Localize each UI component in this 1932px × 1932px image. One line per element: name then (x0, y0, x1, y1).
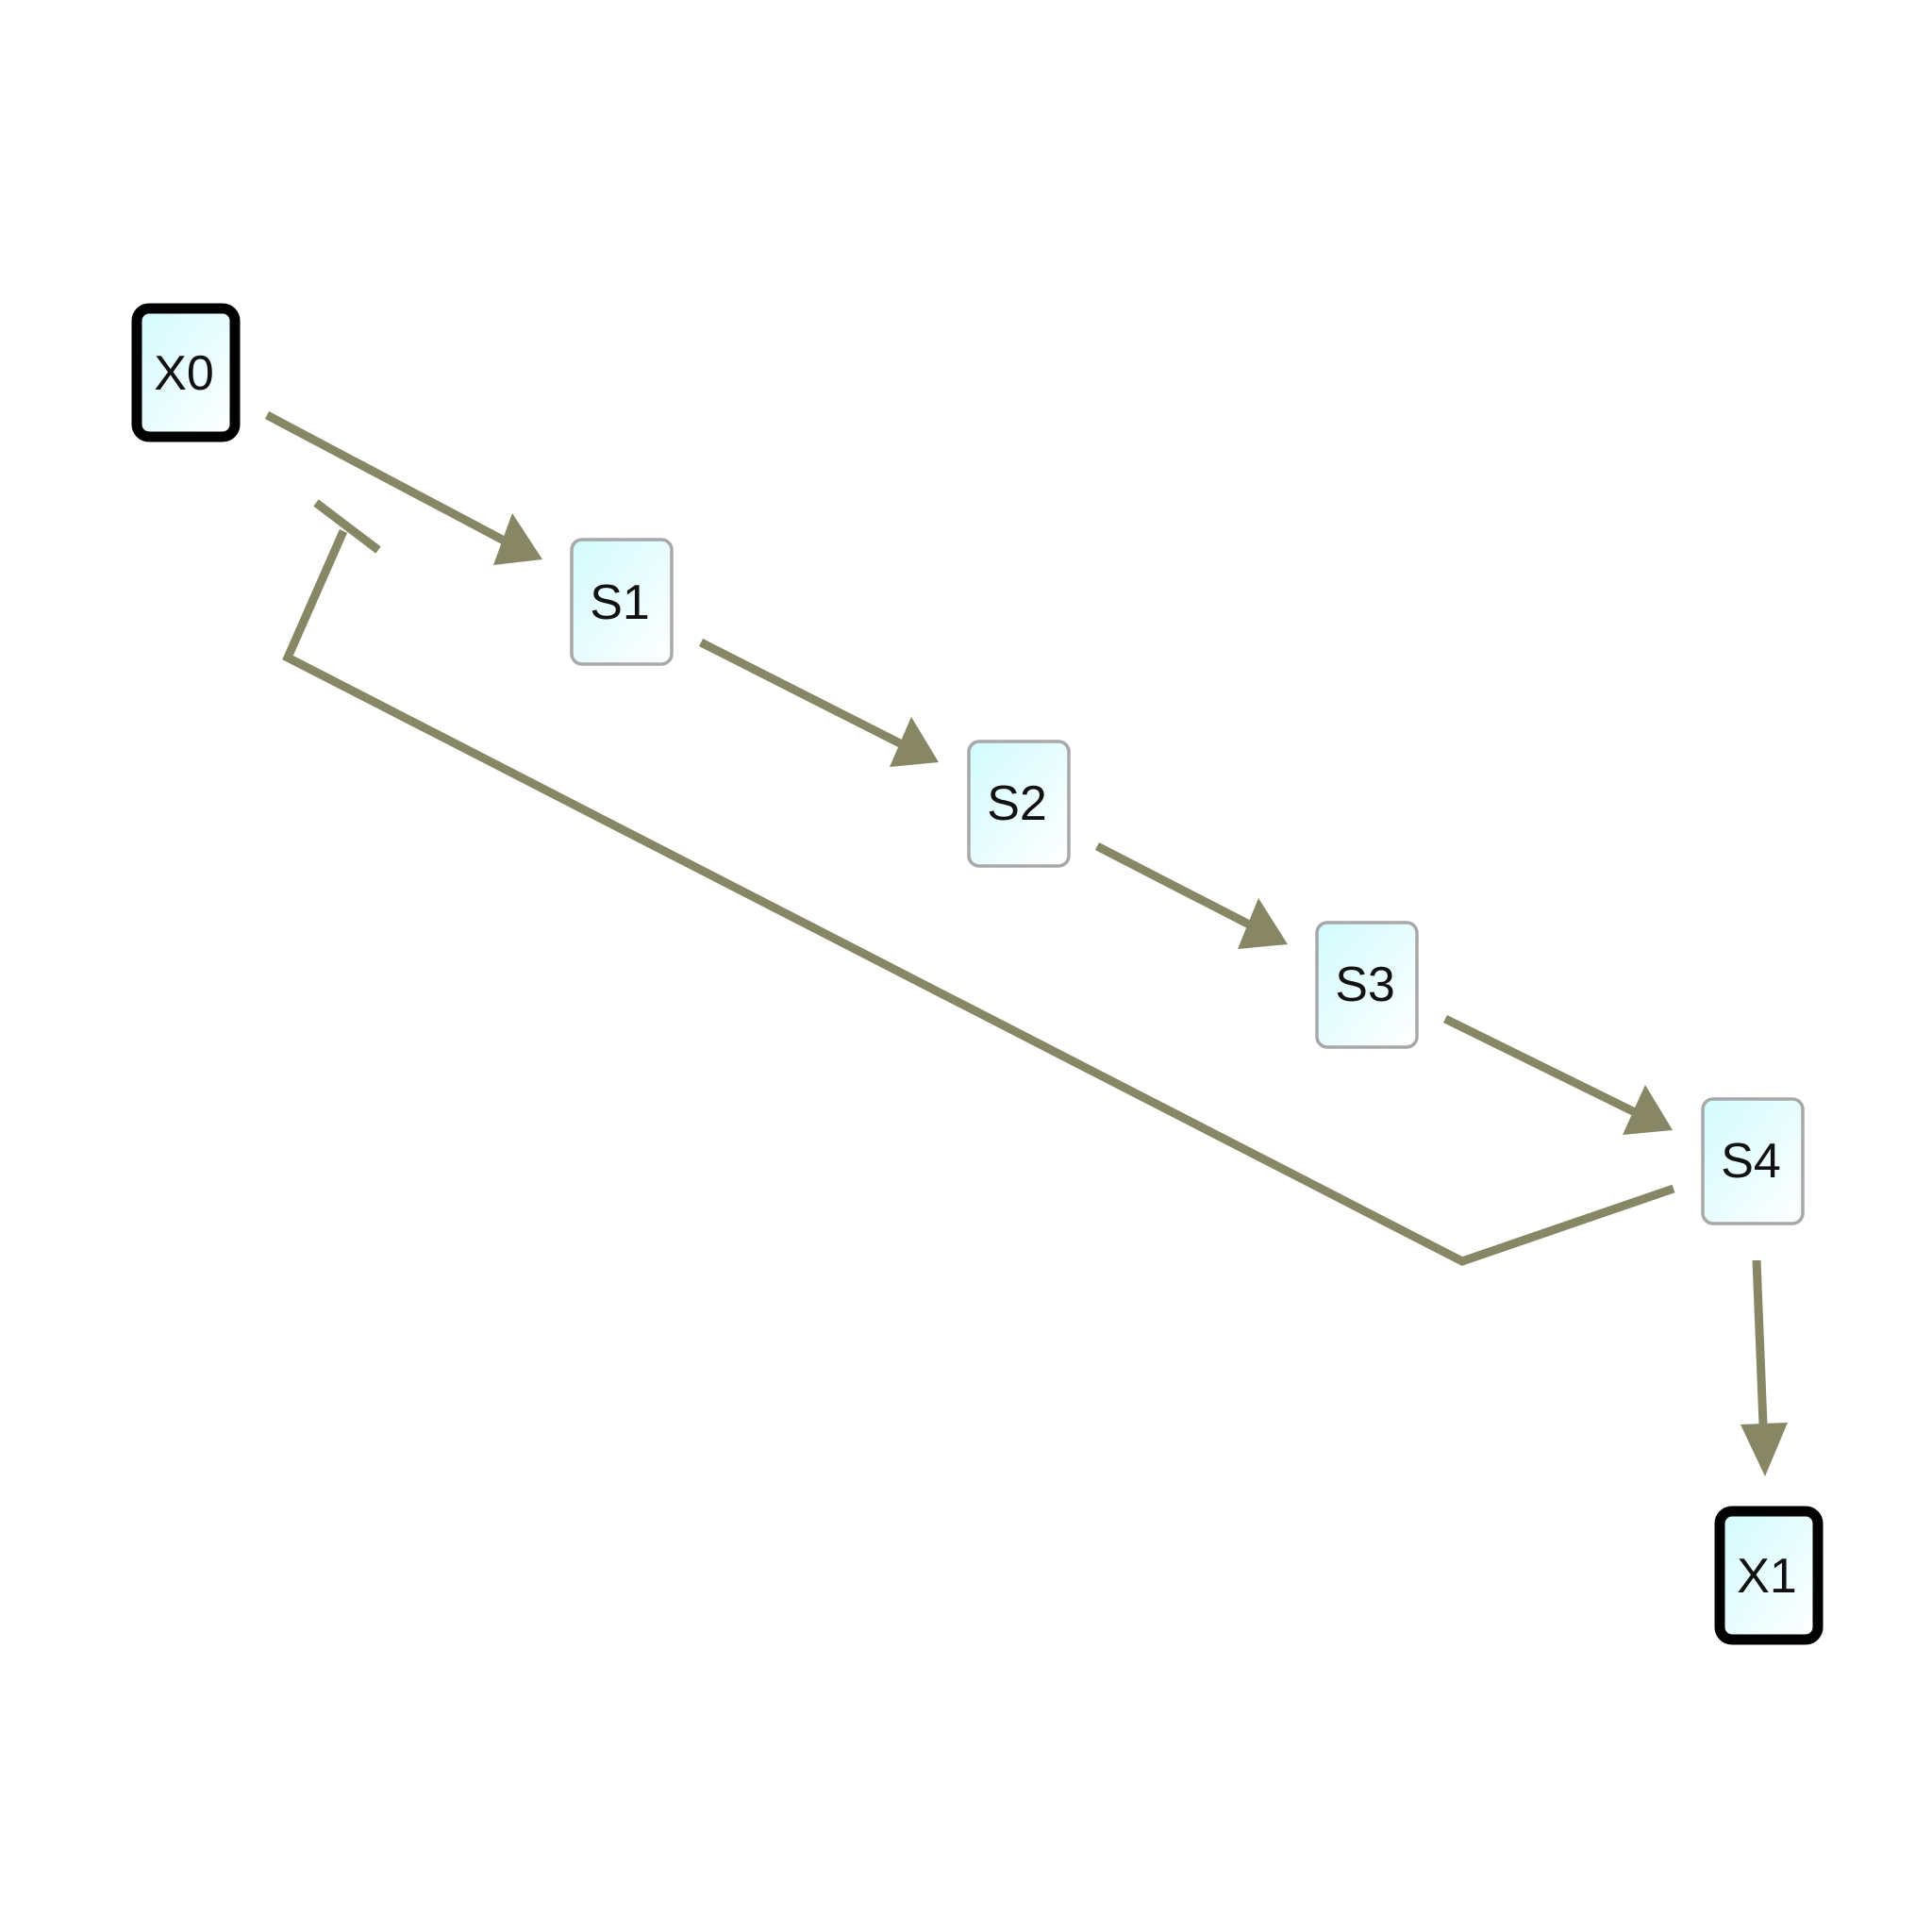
edges-layer (264, 411, 1788, 1476)
node-x1[interactable]: X1 (1714, 1506, 1824, 1645)
edge-s1-to-s2[interactable] (698, 638, 939, 767)
edge-s2-to-s3[interactable] (1094, 841, 1288, 949)
node-s4[interactable]: S4 (1701, 1097, 1805, 1225)
node-label: S1 (590, 575, 650, 630)
node-label: X1 (1737, 1549, 1797, 1604)
node-x0[interactable]: X0 (131, 303, 241, 442)
edge-s4-to-x1[interactable] (1740, 1259, 1788, 1476)
node-label: S2 (987, 776, 1047, 831)
edge-s3-to-s4[interactable] (1443, 1014, 1673, 1135)
node-label: S3 (1335, 958, 1395, 1012)
inhibition-bar (313, 499, 381, 554)
edge-x0-to-s1[interactable] (264, 411, 542, 565)
node-s1[interactable]: S1 (570, 538, 674, 666)
node-label: S4 (1721, 1134, 1781, 1189)
nodes-layer: X0 S1 S2 S3 S4 X1 (131, 303, 1824, 1645)
node-s2[interactable]: S2 (967, 740, 1071, 868)
node-s3[interactable]: S3 (1315, 921, 1419, 1049)
node-label: X0 (154, 346, 214, 401)
edge-s4-inhibits-x0[interactable] (282, 499, 1675, 1266)
